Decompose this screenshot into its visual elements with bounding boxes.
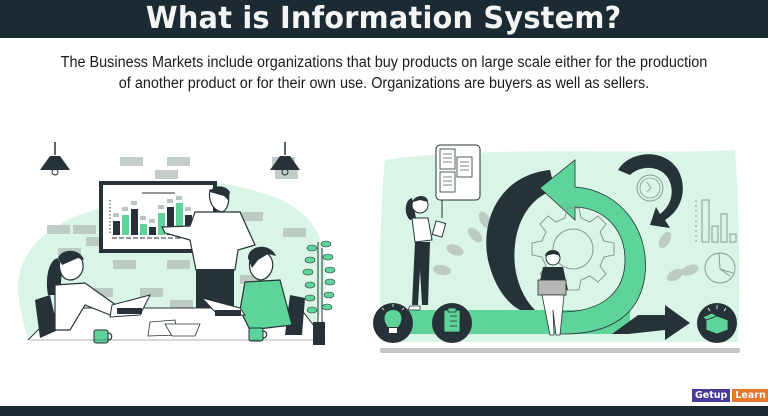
board-bar-chart (112, 196, 194, 239)
process-cycle-illustration (360, 130, 768, 360)
woman-with-laptop (35, 250, 151, 338)
woman-with-tablet (405, 196, 447, 311)
clock-arrow (618, 154, 683, 228)
forward-arrow (612, 305, 690, 340)
pie-chart-icon (704, 252, 736, 284)
meeting-illustration (0, 130, 350, 360)
woman-with-laptop (537, 250, 568, 336)
clipboard-icon (432, 303, 472, 343)
logo-getup: Getup (692, 389, 731, 402)
description: The Business Markets include organizatio… (27, 52, 741, 94)
coffee-mug-right (248, 327, 268, 342)
documents-panel (435, 144, 481, 218)
title-banner: What is Information System? (0, 0, 768, 38)
logo-learn: Learn (732, 389, 768, 402)
papers (147, 319, 201, 337)
clock-icon (636, 174, 664, 202)
lightbulb-icon (373, 303, 413, 343)
description-line-2: of another product or for their own use.… (118, 75, 650, 92)
decorative-leaves (433, 211, 699, 282)
footer-bar (0, 406, 768, 416)
getup-learn-logo[interactable]: Getup Learn (692, 389, 768, 402)
pendant-lamp-left (40, 142, 70, 176)
cycle-arrow-dark (486, 170, 555, 310)
description-line-1: The Business Markets include organizatio… (60, 54, 708, 71)
bar-chart-icon (695, 199, 737, 243)
potted-plant (302, 240, 336, 345)
pendant-lamp-right (270, 142, 300, 176)
gear-icon (531, 207, 615, 291)
open-box-icon (697, 303, 737, 343)
page-title: What is Information System? (146, 1, 622, 36)
man-with-laptop (200, 246, 305, 335)
